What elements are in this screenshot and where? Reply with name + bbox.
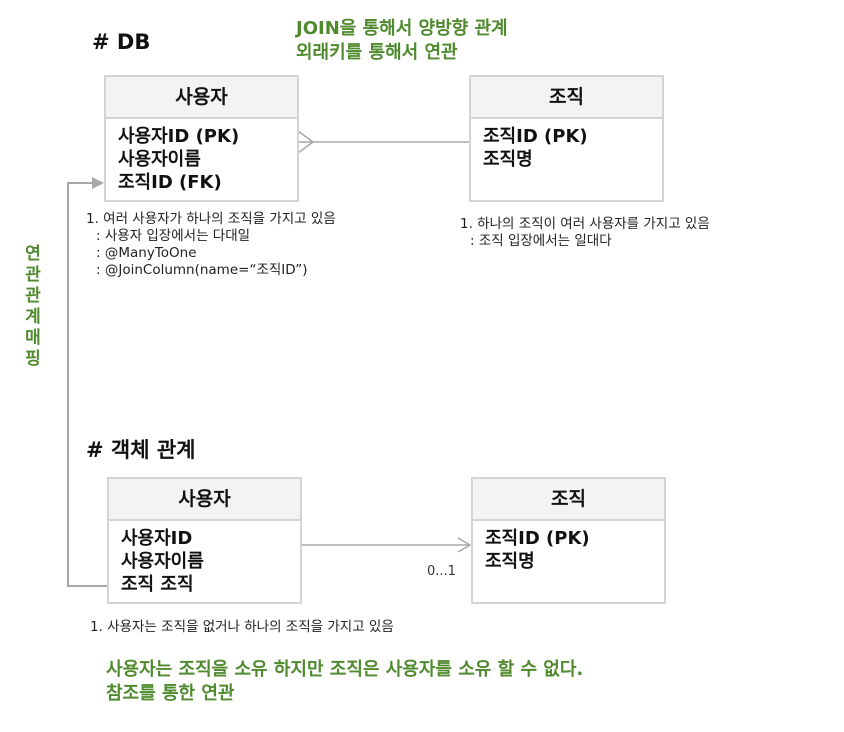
object-user-entity: 사용자 사용자ID 사용자이름 조직 조직 xyxy=(107,477,302,604)
mapping-arrow-head xyxy=(92,177,104,189)
entity-field: 조직ID (FK) xyxy=(118,172,222,193)
db-user-note: 1. 여러 사용자가 하나의 조직을 가지고 있음 : 사용자 입장에서는 다대… xyxy=(86,211,336,279)
entity-title: 사용자 xyxy=(109,479,300,521)
entity-field: 조직ID (PK) xyxy=(485,528,590,549)
side-label-char: 관 xyxy=(25,286,41,306)
note-line: : @ManyToOne xyxy=(96,245,197,261)
db-user-entity: 사용자 사용자ID (PK) 사용자이름 조직ID (FK) xyxy=(104,75,299,202)
entity-field: 조직명 xyxy=(483,149,533,170)
db-org-note: 1. 하나의 조직이 여러 사용자를 가지고 있음 : 조직 입장에서는 일대다 xyxy=(460,216,710,250)
entity-title: 조직 xyxy=(471,77,662,119)
note-line: 1. 하나의 조직이 여러 사용자를 가지고 있음 xyxy=(460,216,710,232)
mapping-arrow-line xyxy=(67,182,108,587)
object-reference-arrowhead xyxy=(457,537,472,553)
entity-field: 사용자ID xyxy=(121,528,193,549)
entity-title: 조직 xyxy=(473,479,664,521)
db-heading: # DB xyxy=(92,30,151,54)
entity-field: 사용자이름 xyxy=(121,551,204,572)
db-note-line-1: JOIN을 통해서 양방향 관계 xyxy=(296,18,508,39)
note-line: : 사용자 입장에서는 다대일 xyxy=(96,228,251,244)
db-note-line-2: 외래키를 통해서 연관 xyxy=(296,42,458,63)
entity-field: 사용자이름 xyxy=(118,149,201,170)
object-org-entity: 조직 조직ID (PK) 조직명 xyxy=(471,477,666,604)
object-heading: # 객체 관계 xyxy=(86,438,196,462)
note-line: : 조직 입장에서는 일대다 xyxy=(470,233,612,249)
summary-line-1: 사용자는 조직을 소유 하지만 조직은 사용자를 소유 할 수 없다. xyxy=(106,659,584,680)
entity-fields: 조직ID (PK) 조직명 xyxy=(473,521,664,579)
summary-line-2: 참조를 통한 연관 xyxy=(106,683,235,704)
summary-notes: 사용자는 조직을 소유 하지만 조직은 사용자를 소유 할 수 없다. 참조를 … xyxy=(106,658,583,706)
side-label-char: 매 xyxy=(25,328,41,348)
side-label-char: 관 xyxy=(25,265,41,285)
side-label-char: 연 xyxy=(25,244,41,264)
entity-title: 사용자 xyxy=(106,77,297,119)
object-user-note: 1. 사용자는 조직을 없거나 하나의 조직을 가지고 있음 xyxy=(90,619,394,635)
note-line: 1. 여러 사용자가 하나의 조직을 가지고 있음 xyxy=(86,211,336,227)
cardinality-label: 0...1 xyxy=(427,564,456,579)
entity-fields: 조직ID (PK) 조직명 xyxy=(471,119,662,177)
side-label-char: 핑 xyxy=(25,349,41,369)
entity-field: 사용자ID (PK) xyxy=(118,126,240,147)
crows-foot-marker xyxy=(297,130,315,154)
entity-field: 조직 조직 xyxy=(121,574,194,595)
entity-fields: 사용자ID 사용자이름 조직 조직 xyxy=(109,521,300,602)
side-label-char: 계 xyxy=(25,307,41,327)
db-notes: JOIN을 통해서 양방향 관계 외래키를 통해서 연관 xyxy=(296,17,508,65)
note-line: : @JoinColumn(name=“조직ID”) xyxy=(96,262,308,278)
db-org-entity: 조직 조직ID (PK) 조직명 xyxy=(469,75,664,202)
entity-field: 조직ID (PK) xyxy=(483,126,588,147)
entity-field: 조직명 xyxy=(485,551,535,572)
entity-fields: 사용자ID (PK) 사용자이름 조직ID (FK) xyxy=(106,119,297,200)
